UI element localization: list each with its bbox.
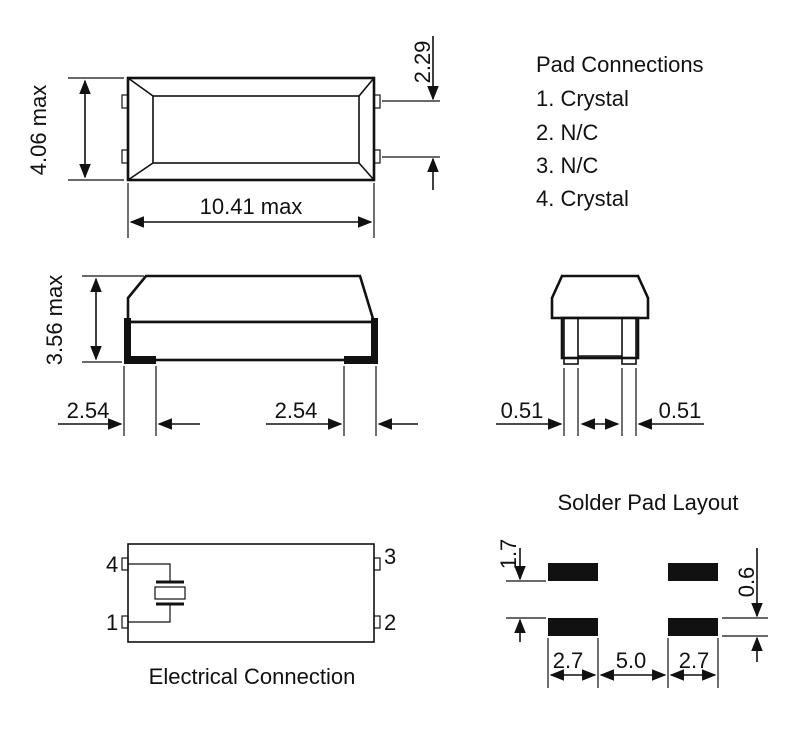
electrical-pin-1-stub — [121, 615, 129, 629]
solder-pad-gap-label: 0.6 — [734, 567, 759, 598]
pad-connection-item-1: 1. Crystal — [536, 86, 629, 111]
end-view: 0.51 0.51 — [496, 274, 704, 436]
pad-connections-title: Pad Connections — [536, 52, 704, 77]
solder-pad-top-right — [668, 563, 718, 581]
solder-pad-title: Solder Pad Layout — [557, 490, 738, 515]
side-view: 3.56 max 2.54 2.54 — [42, 274, 418, 436]
pad-connections-legend: Pad Connections 1. Crystal 2. N/C 3. N/C… — [536, 52, 704, 211]
side-view-left-dim-label: 2.54 — [67, 398, 110, 423]
crystal-symbol-icon — [128, 563, 186, 623]
electrical-pin-2-label: 2 — [384, 610, 396, 635]
solder-pad-top-left — [548, 563, 598, 581]
end-view-right-dim-label: 0.51 — [659, 398, 702, 423]
top-view-tab-left-upper — [121, 94, 129, 109]
electrical-connection: 4 1 3 2 Electrical Connection — [106, 543, 396, 689]
electrical-pin-2-stub — [373, 615, 381, 629]
top-view-pad-offset-label: 2.29 — [410, 41, 435, 84]
electrical-pin-3-label: 3 — [384, 544, 396, 569]
electrical-pin-4-label: 4 — [106, 552, 118, 577]
end-view-leg-left — [563, 317, 579, 365]
solder-pad-bottom-right — [668, 618, 718, 636]
pad-connection-item-4: 4. Crystal — [536, 186, 629, 211]
side-view-height-label: 3.56 max — [42, 275, 67, 366]
side-view-lead-right — [344, 318, 378, 364]
solder-pad-spacing-label: 5.0 — [616, 648, 647, 673]
side-view-lid — [126, 274, 376, 324]
end-view-left-dim-label: 0.51 — [501, 398, 544, 423]
top-view: 4.06 max 10.41 max 2.29 — [26, 36, 440, 238]
top-view-length-label: 10.41 max — [200, 194, 303, 219]
electrical-caption: Electrical Connection — [149, 664, 356, 689]
top-view-tab-right-lower — [373, 149, 381, 164]
top-view-tab-left-lower — [121, 149, 129, 164]
top-view-package-outline — [126, 76, 376, 182]
solder-pad-width-left-label: 2.7 — [553, 648, 584, 673]
end-view-lid — [550, 274, 650, 320]
end-view-leg-right — [621, 317, 637, 365]
solder-pad-height-label: 1.7 — [496, 539, 521, 570]
electrical-pin-4-stub — [121, 557, 129, 571]
top-view-tab-right-upper — [373, 94, 381, 109]
solder-pad-layout: Solder Pad Layout 1.7 0.6 2.7 5.0 2.7 — [496, 490, 768, 688]
top-view-height-label: 4.06 max — [26, 85, 51, 176]
side-view-base — [126, 320, 376, 362]
solder-pad-bottom-left — [548, 618, 598, 636]
side-view-mid-dim-label: 2.54 — [275, 398, 318, 423]
electrical-pin-1-label: 1 — [106, 610, 118, 635]
solder-pad-width-right-label: 2.7 — [679, 648, 710, 673]
side-view-lead-left — [124, 318, 156, 364]
pad-connection-item-3: 3. N/C — [536, 153, 598, 178]
top-view-package-lid — [152, 95, 360, 164]
end-view-base — [560, 316, 640, 360]
electrical-pin-3-stub — [373, 557, 381, 571]
pad-connection-item-2: 2. N/C — [536, 120, 598, 145]
electrical-package-outline — [127, 543, 375, 643]
